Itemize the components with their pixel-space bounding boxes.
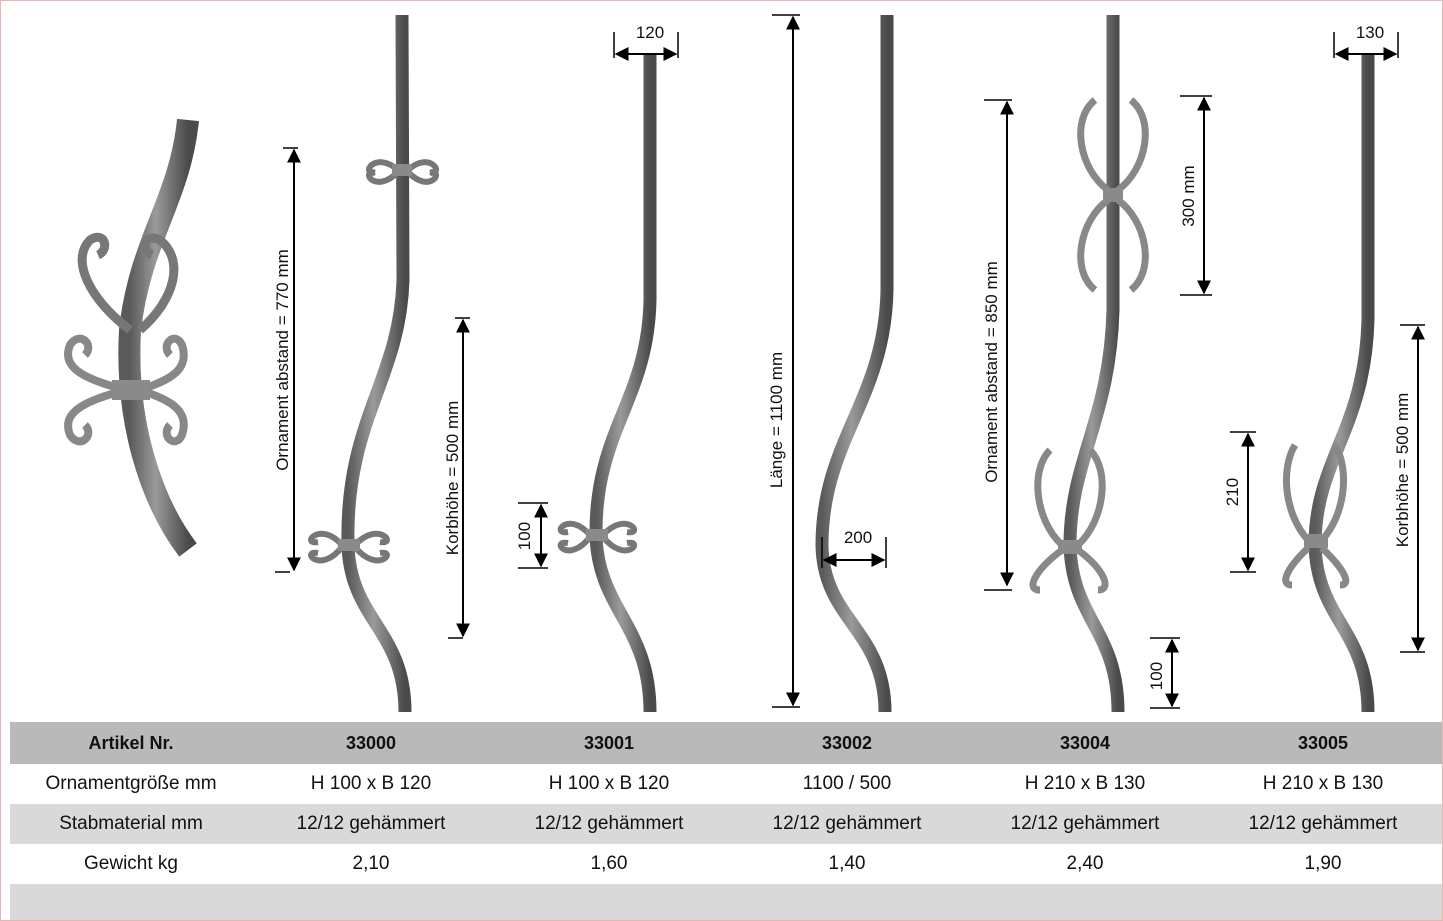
dimension-33005-ornament-label: 210 bbox=[1223, 478, 1242, 506]
article-33000: 33000 bbox=[345, 732, 397, 753]
table-row: Ornamentgröße mm H 100 x B 120 H 100 x B… bbox=[10, 764, 1442, 804]
dimension-33002-length-label: Länge = 1100 mm bbox=[767, 352, 786, 488]
table-cell: 12/12 gehämmert bbox=[772, 813, 922, 834]
table-cell: H 100 x B 120 bbox=[548, 773, 670, 794]
row-label: Gewicht kg bbox=[84, 853, 178, 874]
dimension-33000-basket: Korbhöhe = 500 mm bbox=[443, 317, 470, 639]
table-cell: 12/12 gehämmert bbox=[1248, 813, 1398, 834]
dimension-33005-basket-label: Korbhöhe = 500 mm bbox=[1393, 393, 1412, 548]
dimension-33004-spacing-label: Ornament abstand = 850 mm bbox=[982, 261, 1001, 483]
dimension-33004-bottom: 100 bbox=[1147, 637, 1180, 709]
table-cell: 1,90 bbox=[1304, 853, 1342, 874]
table-cell: H 100 x B 120 bbox=[310, 773, 432, 794]
table-header-row: Artikel Nr. 33000 33001 33002 33004 3300… bbox=[10, 722, 1442, 764]
dimension-33004-spacing: Ornament abstand = 850 mm bbox=[982, 99, 1014, 591]
table-cell: 1,60 bbox=[590, 853, 628, 874]
table-cell: H 210 x B 130 bbox=[1024, 773, 1146, 794]
dimension-33005-width: 130 bbox=[1333, 23, 1399, 61]
dimension-33001-width: 120 bbox=[613, 23, 679, 61]
baluster-33001 bbox=[557, 55, 657, 713]
article-33005: 33005 bbox=[1297, 732, 1349, 753]
table-cell: 1,40 bbox=[828, 853, 866, 874]
table-cell: 1100 / 500 bbox=[802, 773, 892, 794]
dimension-33005-ornament: 210 bbox=[1223, 431, 1256, 573]
dimension-33002-width: 200 bbox=[821, 528, 887, 568]
table-cell: 2,10 bbox=[352, 853, 390, 874]
table-cell: 12/12 gehämmert bbox=[1010, 813, 1160, 834]
article-33001: 33001 bbox=[583, 732, 635, 753]
table-footer-row bbox=[10, 884, 1442, 920]
dimension-33004-bottom-label: 100 bbox=[1147, 662, 1166, 690]
product-drawing: Ornament abstand = 770 mm Korbhöhe = 500… bbox=[64, 14, 1425, 713]
baluster-33005 bbox=[1282, 55, 1375, 713]
baluster-33002 bbox=[815, 15, 894, 713]
table-cell: 2,40 bbox=[1066, 853, 1104, 874]
row-label: Stabmaterial mm bbox=[59, 813, 203, 834]
dimension-33002-width-label: 200 bbox=[844, 528, 872, 547]
dimension-33004-ornament-label: 300 mm bbox=[1179, 165, 1198, 226]
ornament-detail-image bbox=[64, 118, 199, 557]
table-row: Stabmaterial mm 12/12 gehämmert 12/12 ge… bbox=[10, 804, 1442, 844]
dimension-33000-basket-label: Korbhöhe = 500 mm bbox=[443, 401, 462, 556]
table-cell: 12/12 gehämmert bbox=[534, 813, 684, 834]
dimension-33000-spacing: Ornament abstand = 770 mm bbox=[273, 147, 301, 573]
header-label: Artikel Nr. bbox=[88, 732, 174, 753]
row-label: Ornamentgröße mm bbox=[45, 773, 217, 794]
dimension-33004-ornament: 300 mm bbox=[1179, 95, 1212, 296]
dimension-33002-length: Länge = 1100 mm bbox=[767, 14, 800, 708]
article-33002: 33002 bbox=[821, 732, 873, 753]
dimension-33001-ornament-label: 100 bbox=[515, 522, 534, 550]
spec-table: Artikel Nr. 33000 33001 33002 33004 3300… bbox=[10, 722, 1442, 920]
dimension-33005-width-label: 130 bbox=[1356, 23, 1384, 42]
baluster-33000 bbox=[308, 14, 439, 713]
dimension-33001-width-label: 120 bbox=[636, 23, 664, 42]
dimension-33000-spacing-label: Ornament abstand = 770 mm bbox=[273, 249, 292, 471]
dimension-33001-ornament: 100 bbox=[515, 502, 548, 569]
dimension-33005-basket: Korbhöhe = 500 mm bbox=[1393, 324, 1425, 653]
table-row: Gewicht kg 2,10 1,60 1,40 2,40 1,90 bbox=[10, 844, 1442, 884]
article-33004: 33004 bbox=[1059, 732, 1111, 753]
table-cell: 12/12 gehämmert bbox=[296, 813, 446, 834]
table-cell: H 210 x B 130 bbox=[1262, 773, 1384, 794]
baluster-33004 bbox=[1029, 15, 1149, 713]
